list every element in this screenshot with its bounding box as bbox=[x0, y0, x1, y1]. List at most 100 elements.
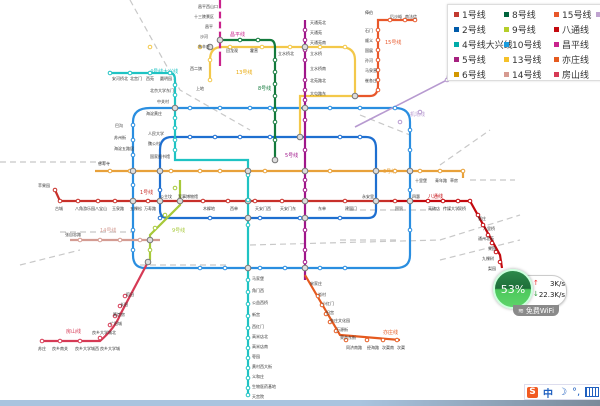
station-label[interactable]: 经海路 bbox=[367, 344, 379, 350]
station-dot[interactable] bbox=[218, 28, 222, 32]
station-dot[interactable] bbox=[297, 215, 303, 221]
station-label[interactable]: 上地 bbox=[196, 85, 204, 91]
legend-item[interactable]: 亦庄线 bbox=[554, 53, 589, 66]
station-dot[interactable] bbox=[272, 81, 278, 87]
station-label[interactable]: 枣园 bbox=[252, 353, 260, 359]
station-label[interactable]: 公益西桥 bbox=[252, 299, 268, 305]
station-dot[interactable] bbox=[262, 168, 268, 174]
transfer-station[interactable] bbox=[171, 104, 179, 112]
station-label[interactable]: 东单 bbox=[318, 205, 326, 211]
station-label[interactable]: 朱辛庄 bbox=[198, 43, 210, 49]
station-dot[interactable] bbox=[317, 44, 323, 50]
station-label[interactable]: 马家堡 bbox=[252, 275, 264, 281]
transfer-station[interactable] bbox=[296, 133, 304, 141]
station-dot[interactable] bbox=[315, 293, 321, 299]
transfer-station[interactable] bbox=[244, 214, 252, 222]
station-dot[interactable] bbox=[130, 227, 136, 233]
station-dot[interactable] bbox=[259, 44, 265, 50]
station-dot[interactable] bbox=[417, 168, 423, 174]
station-dot[interactable] bbox=[112, 313, 118, 319]
legend-item[interactable]: 4号线大兴线 bbox=[454, 38, 513, 51]
station-dot[interactable] bbox=[77, 338, 83, 344]
station-dot[interactable] bbox=[302, 227, 308, 233]
transfer-station[interactable] bbox=[271, 156, 279, 164]
station-label[interactable]: 古城 bbox=[55, 205, 63, 211]
transfer-station[interactable] bbox=[216, 36, 224, 44]
transfer-station[interactable] bbox=[301, 104, 309, 112]
station-dot[interactable] bbox=[327, 319, 333, 325]
station-dot[interactable] bbox=[267, 105, 273, 111]
keyboard-icon[interactable] bbox=[585, 387, 600, 397]
station-dot[interactable] bbox=[207, 57, 213, 63]
line-9[interactable] bbox=[148, 180, 182, 260]
legend-item[interactable]: 10号线 bbox=[504, 38, 541, 51]
station-label[interactable]: 义和庄 bbox=[252, 373, 264, 379]
network-speed-widget[interactable]: 53% ↑ 3K/s ↓ 22.3K/s ≋免费WiFi bbox=[493, 267, 575, 317]
legend-item[interactable]: 2号线 bbox=[454, 23, 486, 36]
station-dot[interactable] bbox=[337, 215, 343, 221]
station-label[interactable]: 慈寿寺 bbox=[98, 160, 110, 166]
station-dot[interactable] bbox=[130, 247, 136, 253]
station-label[interactable]: 天安门西 bbox=[255, 205, 271, 211]
station-dot[interactable] bbox=[130, 137, 136, 143]
transfer-station[interactable] bbox=[301, 264, 309, 272]
station-label[interactable]: 良乡大学城北 bbox=[92, 329, 116, 335]
station-label[interactable]: 十三陵景区 bbox=[194, 13, 214, 19]
transfer-station[interactable] bbox=[244, 264, 252, 272]
legend-item[interactable]: 6号线 bbox=[454, 68, 486, 81]
station-dot[interactable] bbox=[197, 265, 203, 271]
halfwidth-moon-icon[interactable]: ☽ bbox=[558, 386, 567, 398]
station-dot[interactable] bbox=[245, 277, 251, 283]
legend-item[interactable]: 15号线 bbox=[554, 8, 591, 21]
station-label[interactable]: 立水桥 bbox=[310, 50, 322, 56]
station-dot[interactable] bbox=[357, 105, 363, 111]
station-dot[interactable] bbox=[172, 137, 178, 143]
legend-item[interactable]: 8号线 bbox=[504, 8, 536, 21]
station-dot[interactable] bbox=[97, 237, 103, 243]
transfer-station[interactable] bbox=[351, 92, 359, 100]
station-dot[interactable] bbox=[323, 311, 329, 317]
station-dot[interactable] bbox=[375, 57, 381, 63]
station-label[interactable]: 俸伯 bbox=[365, 9, 373, 15]
station-label[interactable]: 广阳城 bbox=[110, 320, 122, 326]
transfer-station[interactable] bbox=[372, 197, 380, 205]
station-dot[interactable] bbox=[107, 70, 113, 76]
station-dot[interactable] bbox=[375, 67, 381, 73]
station-dot[interactable] bbox=[97, 335, 103, 341]
station-label[interactable]: 玉泉路 bbox=[112, 205, 124, 211]
station-dot[interactable] bbox=[302, 77, 308, 83]
line-fangshan[interactable] bbox=[42, 261, 149, 343]
line-1[interactable] bbox=[53, 189, 390, 203]
transfer-station[interactable] bbox=[156, 167, 164, 175]
station-dot[interactable] bbox=[137, 237, 143, 243]
station-dot[interactable] bbox=[130, 122, 136, 128]
station-label[interactable]: 生物医药基地 bbox=[252, 383, 276, 389]
station-label[interactable]: 果园 bbox=[488, 245, 496, 251]
transfer-station[interactable] bbox=[244, 167, 252, 175]
station-dot[interactable] bbox=[167, 70, 173, 76]
station-label[interactable]: 稻田 bbox=[126, 291, 134, 297]
station-dot[interactable] bbox=[245, 355, 251, 361]
station-label[interactable]: 北苑路北 bbox=[310, 77, 326, 83]
station-dot[interactable] bbox=[272, 93, 278, 99]
station-dot[interactable] bbox=[172, 92, 178, 98]
station-label[interactable]: 顺义 bbox=[365, 37, 373, 43]
station-dot[interactable] bbox=[245, 335, 251, 341]
station-label[interactable]: 北宫门 bbox=[130, 75, 142, 81]
station-label[interactable]: 魏公村 bbox=[148, 140, 160, 146]
station-dot[interactable] bbox=[218, 8, 222, 12]
station-label[interactable]: 立水桥北 bbox=[278, 50, 294, 56]
station-label[interactable]: 西红门 bbox=[252, 323, 264, 329]
station-label[interactable]: 天通苑北 bbox=[310, 19, 326, 25]
station-dot[interactable] bbox=[475, 212, 481, 218]
station-dot[interactable] bbox=[302, 87, 308, 93]
station-dot[interactable] bbox=[282, 265, 288, 271]
station-dot[interactable] bbox=[375, 27, 381, 33]
station-dot[interactable] bbox=[117, 303, 123, 309]
station-dot[interactable] bbox=[147, 70, 153, 76]
station-dot[interactable] bbox=[75, 198, 81, 204]
station-dot[interactable] bbox=[302, 247, 308, 253]
station-dot[interactable] bbox=[302, 117, 308, 123]
station-dot[interactable] bbox=[333, 328, 339, 334]
station-dot[interactable] bbox=[245, 313, 251, 319]
